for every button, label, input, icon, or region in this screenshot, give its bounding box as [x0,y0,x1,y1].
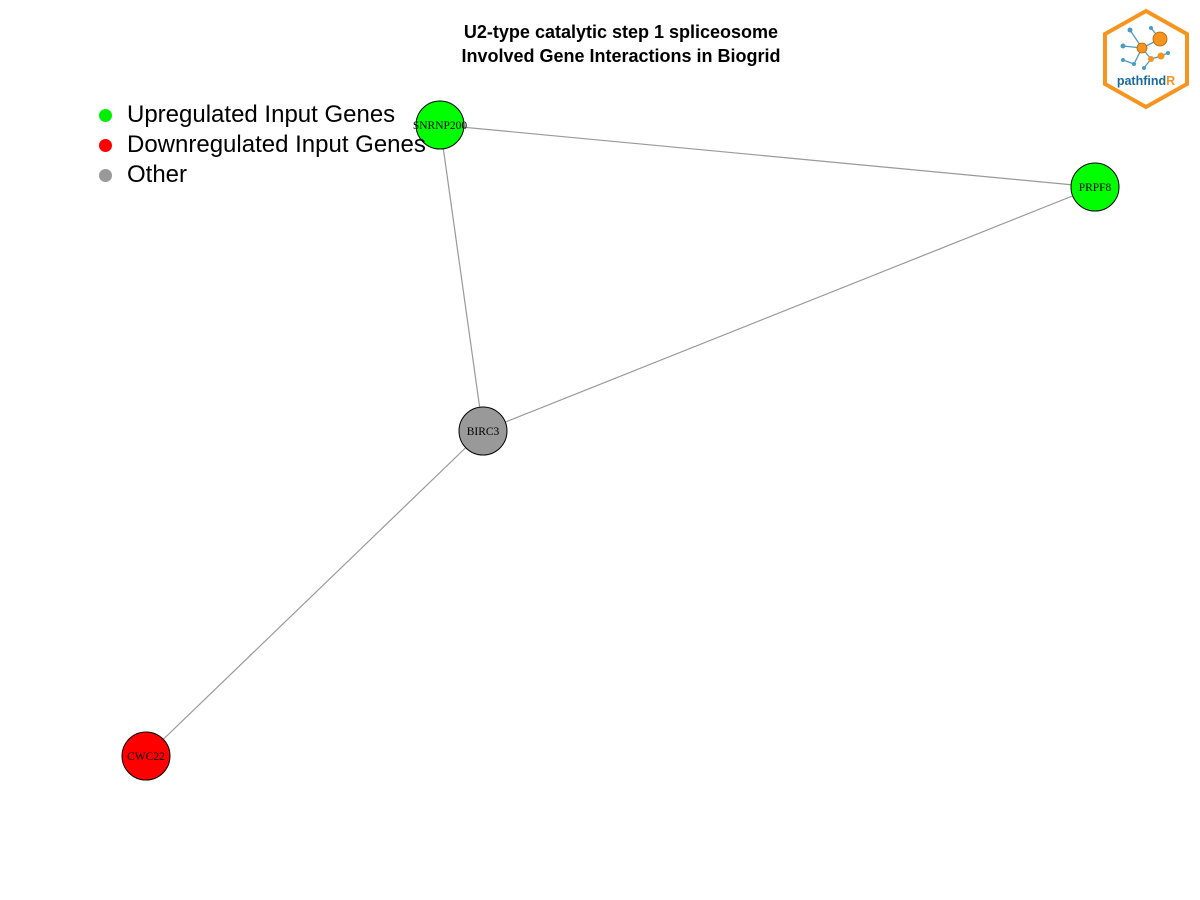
legend-label-downregulated: Downregulated Input Genes [127,131,426,158]
node-label-birc3: BIRC3 [467,426,500,438]
legend-label-upregulated: Upregulated Input Genes [127,101,396,128]
edge-snrnp200-prpf8 [439,124,1096,188]
node-birc3[interactable]: BIRC3 [458,406,508,456]
title-line-2: Involved Gene Interactions in Biogrid [461,46,781,66]
node-label-prpf8: PRPF8 [1079,182,1112,194]
network-icon-nodes [1120,26,1170,70]
edge-snrnp200-birc3 [439,124,484,432]
legend-item-downregulated: Downregulated Input Genes [96,130,426,160]
edges-layer [145,124,1096,757]
node-circle-snrnp200[interactable] [415,100,465,150]
node-circle-prpf8[interactable] [1070,162,1120,212]
node-label-cwc22: CWC22 [127,751,165,763]
legend-dot-upregulated [99,108,112,122]
edge-prpf8-birc3 [482,186,1096,432]
legend-dot-other [99,168,112,182]
legend-item-other: Other [96,160,426,190]
node-cwc22[interactable]: CWC22 [121,731,171,781]
pathfindr-logo: pathfindR [1103,8,1189,110]
logo-text-accent: R [1166,74,1175,88]
logo-hexagon [1103,8,1189,110]
legend-dot-downregulated [99,138,112,152]
edge-birc3-cwc22 [145,430,484,757]
node-prpf8[interactable]: PRPF8 [1070,162,1120,212]
legend: Upregulated Input Genes Downregulated In… [96,100,426,190]
node-circle-cwc22[interactable] [121,731,171,781]
node-circle-birc3[interactable] [458,406,508,456]
chart-title: U2-type catalytic step 1 spliceosome Inv… [0,20,1200,68]
node-snrnp200[interactable]: SNRNP200 [413,100,468,150]
legend-label-other: Other [127,161,188,188]
logo-text-main: pathfind [1117,74,1166,88]
node-label-snrnp200: SNRNP200 [413,120,468,132]
legend-item-upregulated: Upregulated Input Genes [96,100,426,130]
title-line-1: U2-type catalytic step 1 spliceosome [463,22,779,42]
logo-text: pathfindR [1117,74,1175,88]
